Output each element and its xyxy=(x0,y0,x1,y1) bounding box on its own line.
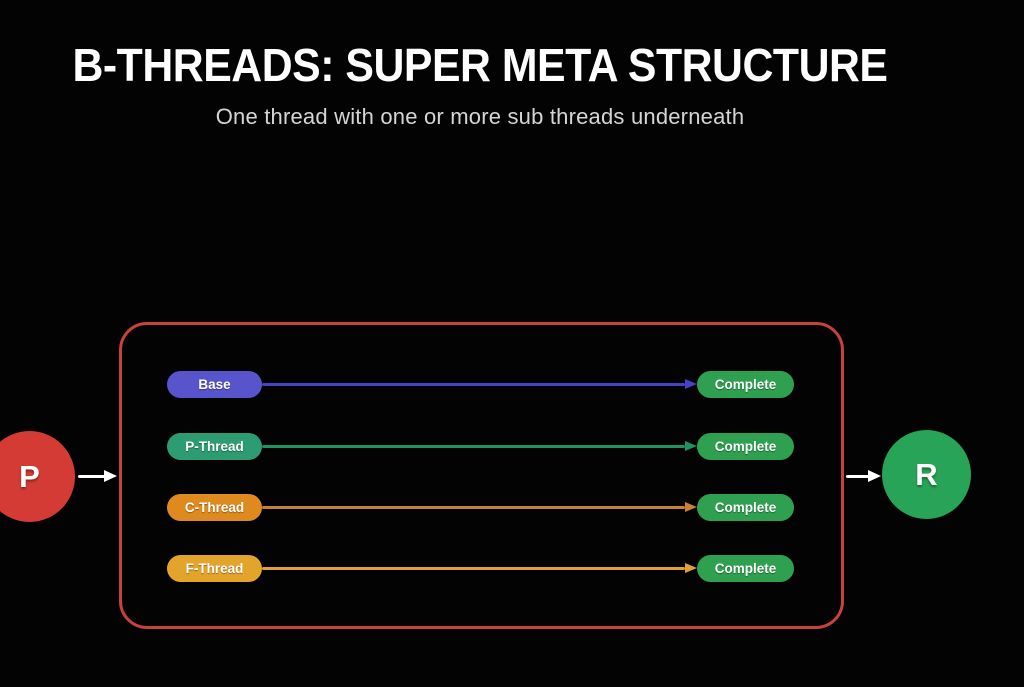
page-title: B-THREADS: SUPER META STRUCTURE xyxy=(72,39,888,91)
arrowhead-icon xyxy=(685,441,697,451)
status-pill-label: Complete xyxy=(714,439,777,454)
page-subtitle: One thread with one or more sub threads … xyxy=(215,104,745,129)
source-node-p: P xyxy=(0,431,75,522)
thread-pill-label: F-Thread xyxy=(185,561,244,576)
status-pill-label: Complete xyxy=(714,561,777,576)
thread-pill-label: Base xyxy=(198,377,231,392)
thread-pill-base: Base xyxy=(167,371,262,398)
status-pill-complete: Complete xyxy=(697,433,794,460)
arrowhead-icon xyxy=(685,563,697,573)
arrowhead-icon xyxy=(685,379,697,389)
thread-container-box xyxy=(119,322,844,629)
flow-line xyxy=(262,445,685,448)
thread-pill-f-thread: F-Thread xyxy=(167,555,262,582)
source-arrowhead-icon xyxy=(104,470,117,482)
source-connector-line xyxy=(78,475,105,478)
thread-pill-label: C-Thread xyxy=(184,500,245,515)
flow-line xyxy=(262,506,685,509)
flow-line xyxy=(262,567,685,570)
thread-pill-label: P-Thread xyxy=(185,439,244,454)
result-connector-line xyxy=(846,475,870,478)
status-pill-complete: Complete xyxy=(697,555,794,582)
status-pill-complete: Complete xyxy=(697,371,794,398)
result-node-r: R xyxy=(882,430,971,519)
result-node-label: R xyxy=(915,456,938,492)
arrowhead-icon xyxy=(685,502,697,512)
flow-line xyxy=(262,383,685,386)
status-pill-label: Complete xyxy=(714,500,777,515)
thread-pill-p-thread: P-Thread xyxy=(167,433,262,460)
source-node-label: P xyxy=(19,458,40,494)
thread-pill-c-thread: C-Thread xyxy=(167,494,262,521)
result-arrowhead-icon xyxy=(868,470,881,482)
status-pill-complete: Complete xyxy=(697,494,794,521)
status-pill-label: Complete xyxy=(714,377,777,392)
